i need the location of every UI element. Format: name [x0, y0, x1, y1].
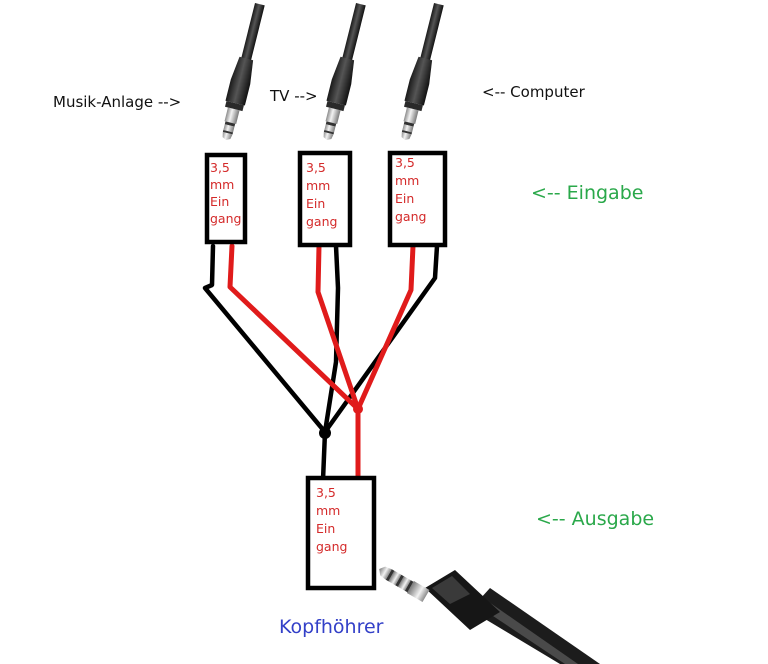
red-junction	[353, 404, 363, 414]
audio-jack-plug-icon	[317, 1, 371, 143]
box-line: Ein	[210, 194, 229, 209]
input-box-3: 3,5 mm Ein gang	[387, 150, 448, 248]
black-junction	[319, 427, 331, 439]
headphone-jack-plug-icon	[379, 566, 600, 664]
output-box: 3,5 mm Ein gang	[305, 475, 377, 591]
box-line: Ein	[306, 196, 325, 211]
box-line: mm	[210, 177, 234, 192]
audio-jack-plug-icon	[395, 1, 449, 143]
box-line: Ein	[395, 191, 414, 206]
input-box-2: 3,5 mm Ein gang	[297, 150, 353, 248]
eingabe-label: <-- Eingabe	[531, 182, 643, 204]
box-line: 3,5	[210, 160, 230, 175]
box-line: gang	[316, 539, 347, 554]
box-line: gang	[395, 209, 426, 224]
kopfhoerer-caption: Kopfhöhrer	[279, 616, 384, 638]
source-label-computer: <-- Computer	[482, 83, 586, 101]
box-line: 3,5	[395, 155, 415, 170]
black-wire-middle	[322, 243, 341, 435]
box-line: gang	[210, 211, 241, 226]
red-wire-left	[227, 243, 361, 412]
source-label-tv: TV -->	[269, 87, 318, 105]
box-line: mm	[316, 503, 340, 518]
audio-jack-plug-icon	[216, 1, 270, 143]
red-wire-middle	[315, 243, 361, 412]
red-wire-right	[355, 243, 416, 412]
black-wires	[202, 243, 440, 483]
black-wire-right	[322, 243, 440, 435]
red-wires	[227, 243, 416, 483]
box-line: mm	[395, 173, 419, 188]
input-box-1: 3,5 mm Ein gang	[204, 152, 248, 245]
box-line: gang	[306, 214, 337, 229]
box-line: 3,5	[316, 485, 336, 500]
box-line: 3,5	[306, 160, 326, 175]
ausgabe-label: <-- Ausgabe	[536, 508, 654, 530]
black-wire-left	[202, 243, 328, 435]
box-line: mm	[306, 178, 330, 193]
box-line: Ein	[316, 521, 335, 536]
source-label-musik-anlage: Musik-Anlage -->	[53, 93, 181, 111]
black-wire-output	[320, 429, 328, 483]
